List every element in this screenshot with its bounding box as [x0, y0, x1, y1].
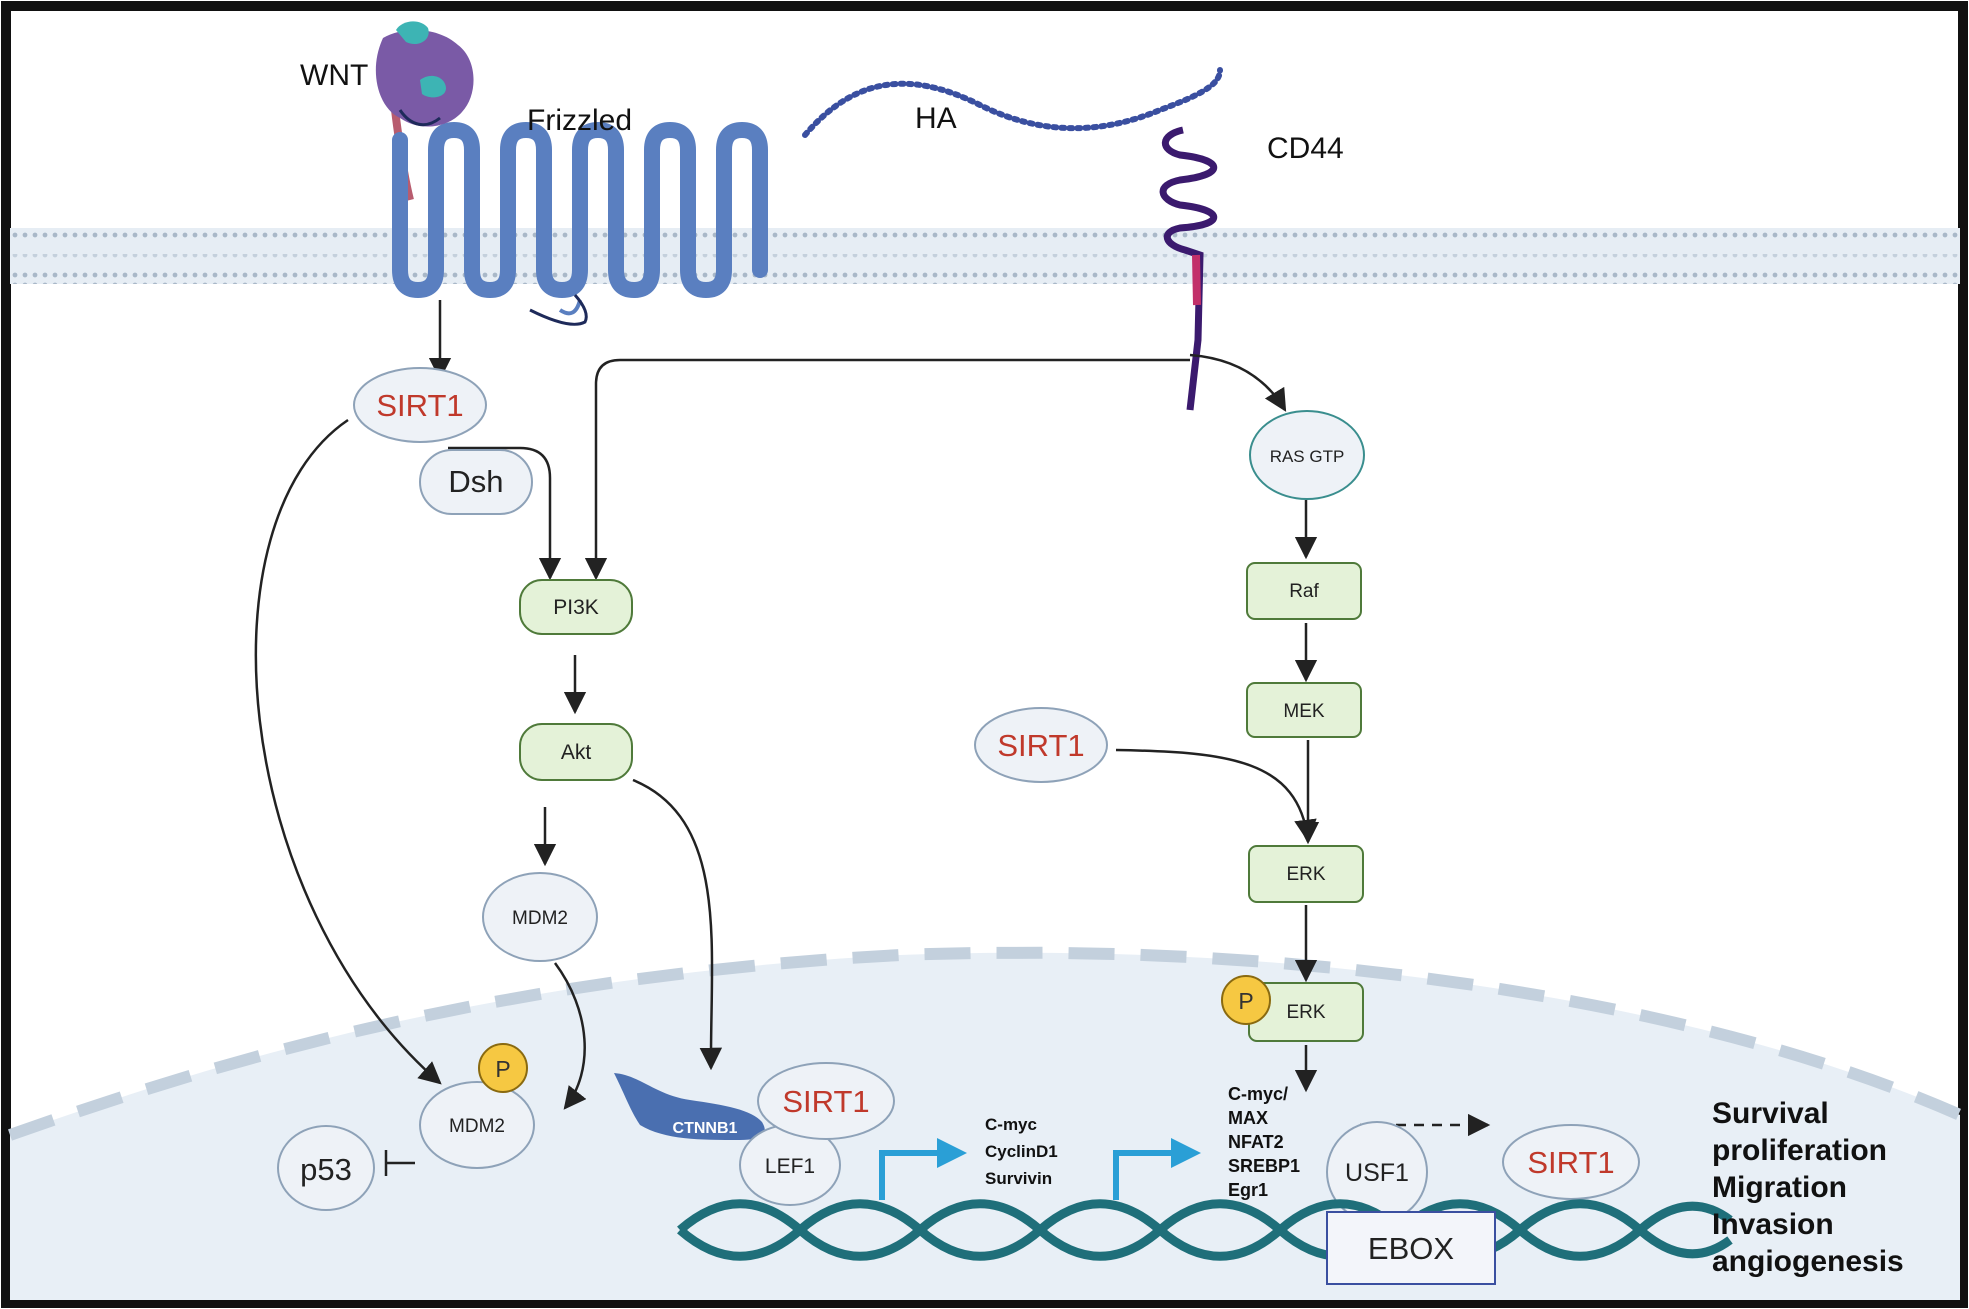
node-phospho-erk: ERK P: [1221, 975, 1364, 1042]
node-mdm2-nucleus: MDM2: [419, 1081, 535, 1169]
node-mek: MEK: [1246, 682, 1362, 738]
node-mdm2-cytoplasm: MDM2: [482, 872, 598, 962]
wnt-ligand: [375, 21, 474, 127]
gene-label: C-myc/: [1228, 1084, 1288, 1104]
ha-label: HA: [915, 102, 957, 135]
node-sirt1-top: SIRT1: [353, 367, 487, 443]
svg-text:USF1: USF1: [1345, 1159, 1409, 1187]
svg-text:MDM2: MDM2: [512, 908, 568, 929]
erk-target-genes: C-myc/ MAX NFAT2 SREBP1 Egr1: [1228, 1084, 1300, 1200]
svg-text:Dsh: Dsh: [448, 464, 503, 499]
arrows: [254, 300, 1491, 1176]
outcome-label: Survival: [1712, 1097, 1829, 1130]
svg-text:ERK: ERK: [1286, 864, 1325, 885]
outcome-label: angiogenesis: [1712, 1245, 1904, 1278]
svg-text:MDM2: MDM2: [449, 1116, 505, 1137]
gene-label: MAX: [1228, 1108, 1268, 1128]
wnt-target-genes: C-myc CyclinD1 Survivin: [985, 1115, 1058, 1188]
node-akt: Akt: [519, 723, 633, 781]
node-ras-gtp: RAS GTP: [1249, 410, 1365, 500]
gene-label: CyclinD1: [985, 1142, 1058, 1161]
outcome-label: Migration: [1712, 1171, 1847, 1204]
svg-text:EBOX: EBOX: [1368, 1231, 1454, 1266]
plasma-membrane: [10, 228, 1960, 284]
svg-text:ERK: ERK: [1286, 1002, 1325, 1023]
cd44-receptor: [1159, 126, 1217, 411]
wnt-label: WNT: [300, 59, 368, 92]
node-p53: p53: [277, 1125, 375, 1211]
transcription-arrows: [879, 1138, 1201, 1200]
svg-text:MEK: MEK: [1283, 701, 1325, 722]
gene-label: Survivin: [985, 1169, 1052, 1188]
svg-text:p53: p53: [300, 1152, 352, 1187]
node-sirt1-mid: SIRT1: [974, 707, 1108, 783]
frizzled-receptor: [391, 109, 768, 326]
svg-text:SIRT1: SIRT1: [376, 388, 463, 423]
node-erk: ERK: [1248, 845, 1364, 903]
dna-helix: [677, 1199, 1733, 1261]
node-dsh: Dsh: [419, 449, 533, 515]
ebox-box: EBOX: [1326, 1211, 1496, 1285]
gene-label: C-myc: [985, 1115, 1037, 1134]
svg-text:LEF1: LEF1: [765, 1155, 815, 1178]
gene-label: Egr1: [1228, 1180, 1268, 1200]
svg-text:Akt: Akt: [561, 741, 592, 764]
svg-text:CTNNB1: CTNNB1: [673, 1120, 738, 1137]
svg-text:SIRT1: SIRT1: [1527, 1145, 1614, 1180]
svg-text:SIRT1: SIRT1: [997, 728, 1084, 763]
phospho-mdm2: P: [478, 1043, 528, 1093]
gene-label: NFAT2: [1228, 1132, 1284, 1152]
outcome-label: Invasion: [1712, 1208, 1834, 1241]
node-sirt1-right: SIRT1: [1502, 1124, 1640, 1200]
svg-text:PI3K: PI3K: [553, 596, 599, 619]
gene-label: SREBP1: [1228, 1156, 1300, 1176]
outcome-list: Survival proliferation Migration Invasio…: [1712, 1097, 1904, 1278]
svg-text:P: P: [1238, 988, 1253, 1014]
node-pi3k: PI3K: [519, 579, 633, 635]
svg-text:SIRT1: SIRT1: [782, 1084, 869, 1119]
svg-text:RAS GTP: RAS GTP: [1270, 447, 1345, 466]
ha-strand: [802, 67, 1223, 138]
node-lef1: LEF1: [739, 1124, 841, 1206]
outcome-label: proliferation: [1712, 1134, 1887, 1167]
cd44-label: CD44: [1267, 132, 1344, 165]
node-sirt1-nucleus: SIRT1: [757, 1062, 895, 1140]
node-raf: Raf: [1246, 562, 1362, 620]
frizzled-label: Frizzled: [527, 104, 632, 137]
svg-text:Raf: Raf: [1289, 581, 1319, 602]
node-usf1: USF1: [1326, 1121, 1428, 1223]
node-ctnnb1: CTNNB1: [614, 1073, 765, 1140]
svg-text:P: P: [495, 1056, 510, 1082]
